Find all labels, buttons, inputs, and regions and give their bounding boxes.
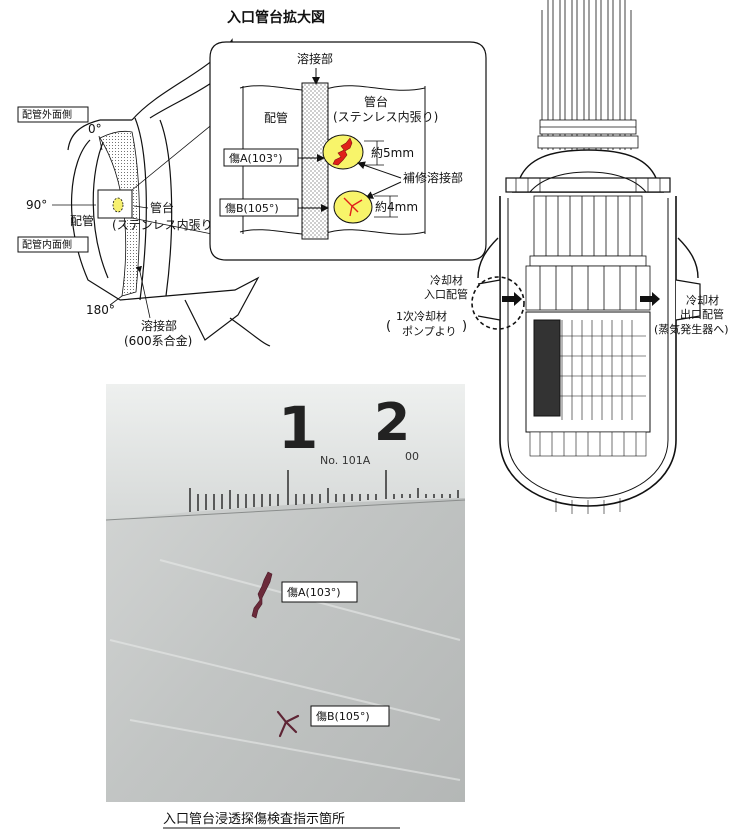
nozzle-label: 管台 xyxy=(150,200,174,215)
enlarged-view-title: 入口管台拡大図 xyxy=(227,9,325,26)
detail-pipe-label: 配管 xyxy=(264,110,288,125)
inlet-label-line3: 1次冷却材 xyxy=(396,309,447,323)
reactor-vessel xyxy=(477,0,701,514)
inlet-label-line1: 冷却材 xyxy=(430,273,463,287)
repair-weld-label: 補修溶接部 xyxy=(403,170,463,185)
flaw-b-shape xyxy=(343,197,363,217)
weld-material-label: (600系合金) xyxy=(124,333,192,348)
pipe-label: 配管 xyxy=(70,213,94,228)
inlet-paren-right: ) xyxy=(462,319,467,334)
photo-flaw-b xyxy=(276,710,300,738)
photo-flaw-a-label: 傷A(103°) xyxy=(287,585,341,599)
outlet-label-line1: 冷却材 xyxy=(686,293,719,307)
inner-side-label: 配管内面側 xyxy=(22,238,72,251)
outlet-label-line3: (蒸気発生器へ) xyxy=(654,322,729,336)
detail-nozzle-label: 管台 xyxy=(364,94,388,109)
flaw-location-marker xyxy=(112,197,124,213)
detail-flaw-a-label: 傷A(103°) xyxy=(229,151,283,165)
angle-180-label: 180° xyxy=(86,303,115,317)
inlet-flow-arrow xyxy=(502,292,522,306)
angle-0-label: 0° xyxy=(88,122,102,136)
photo-flaw-a xyxy=(251,571,273,619)
detail-nozzle-lining-label: (ステンレス内張り) xyxy=(333,110,438,124)
outlet-label-line2: 出口配管 xyxy=(680,307,724,321)
weld-label: 溶接部 xyxy=(141,318,177,333)
ruler xyxy=(106,384,465,520)
nozzle-sketch xyxy=(67,38,271,347)
ruler-code: 00 xyxy=(405,450,419,463)
detail-weld-label: 溶接部 xyxy=(297,51,333,66)
inlet-paren-left: ( xyxy=(386,319,391,334)
photo-caption: 入口管台浸透探傷検査指示箇所 xyxy=(163,811,345,827)
control-rod-drive-tubes xyxy=(537,0,639,150)
detail-flaw-b-label: 傷B(105°) xyxy=(225,201,279,215)
flaw-a-shape xyxy=(332,137,353,166)
flaw-a-size: 約5mm xyxy=(371,145,414,160)
flaw-b-size: 約4mm xyxy=(375,199,418,214)
outer-side-box xyxy=(17,106,89,123)
inlet-label-line2: 入口配管 xyxy=(424,287,468,301)
photo-flaw-b-label: 傷B(105°) xyxy=(316,709,370,723)
ruler-digit-1: 1 xyxy=(278,394,318,462)
inner-side-box xyxy=(17,236,89,253)
outer-side-label: 配管外面側 xyxy=(22,108,72,121)
angle-90-label: 90° xyxy=(26,198,47,212)
inlet-nozzle-highlight xyxy=(471,276,525,330)
outlet-flow-arrow xyxy=(640,292,660,306)
photo-flaw-a-box xyxy=(281,581,358,603)
ruler-ticks xyxy=(189,470,459,512)
detail-weld-column xyxy=(301,82,329,240)
ruler-model: No. 101A xyxy=(320,454,371,467)
core-dark-region xyxy=(533,319,561,417)
inlet-label-line4: ポンプより xyxy=(402,325,456,338)
nozzle-lining-label: (ステンレス内張り) xyxy=(112,218,217,232)
photo-flaw-b-box xyxy=(310,705,390,727)
ruler-digit-2: 2 xyxy=(374,393,410,453)
